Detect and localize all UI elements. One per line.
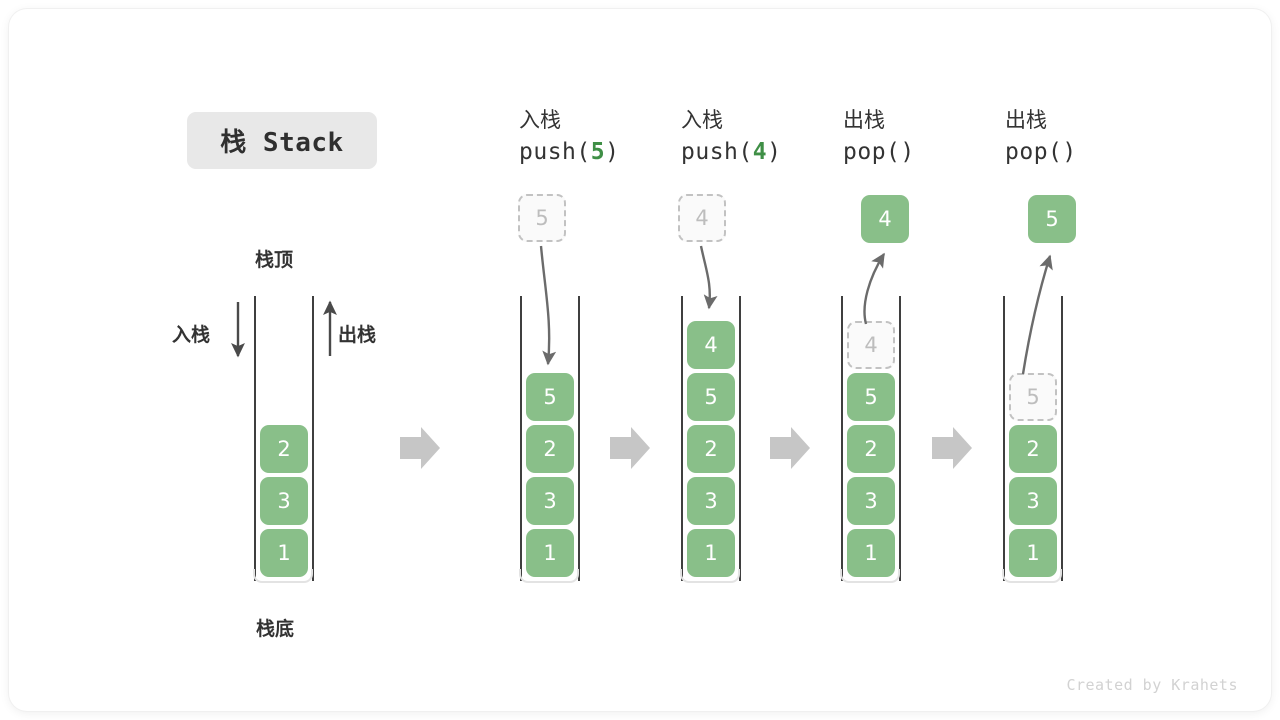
stack-floor — [680, 569, 740, 583]
stack-cell-ghost: 4 — [847, 321, 895, 369]
stack-floor — [1002, 569, 1062, 583]
stack-floor — [519, 569, 579, 583]
stack-cell-ghost: 5 — [1009, 373, 1057, 421]
stack-floor — [840, 569, 900, 583]
code-number: 4 — [752, 138, 768, 165]
step-header-push-5: 入栈 push(5) — [519, 106, 619, 168]
stack-wall-left — [1003, 296, 1005, 581]
code-prefix: pop( — [1005, 138, 1063, 165]
stack-wall-left — [681, 296, 683, 581]
stack-wall-right — [312, 296, 314, 581]
floating-cell-pop-5: 5 — [1028, 195, 1076, 243]
stack-wall-right — [899, 296, 901, 581]
step-header-cn: 入栈 — [519, 108, 561, 132]
stack-slots-pop-5: 1 3 2 5 — [1009, 369, 1057, 577]
stack-cell: 3 — [847, 477, 895, 525]
code-suffix: ) — [1062, 138, 1077, 165]
stack-wall-left — [254, 296, 256, 581]
stack-cell: 5 — [526, 373, 574, 421]
stack-top-label: 栈顶 — [255, 249, 294, 271]
stack-cell: 3 — [526, 477, 574, 525]
stack-cell: 3 — [687, 477, 735, 525]
stack-wall-right — [578, 296, 580, 581]
stack-slots-pop-4: 1 3 2 5 4 — [847, 317, 895, 577]
code-suffix: ) — [900, 138, 915, 165]
code-prefix: push( — [519, 138, 591, 165]
stack-cell: 1 — [687, 529, 735, 577]
stack-cell: 5 — [687, 373, 735, 421]
stack-cell: 2 — [526, 425, 574, 473]
stack-container-push-4: 1 3 2 5 4 — [680, 296, 741, 583]
step-header-pop-4: 出栈 pop() — [843, 106, 915, 168]
stack-container-push-5: 1 3 2 5 — [519, 296, 580, 583]
code-suffix: ) — [605, 138, 620, 165]
stack-cell: 2 — [687, 425, 735, 473]
stack-cell: 1 — [847, 529, 895, 577]
stack-container-pop-5: 1 3 2 5 — [1002, 296, 1063, 583]
stack-cell: 3 — [260, 477, 308, 525]
stack-cell: 1 — [260, 529, 308, 577]
stack-cell: 5 — [847, 373, 895, 421]
figure-title-badge: 栈 Stack — [187, 112, 377, 169]
step-header-push-4: 入栈 push(4) — [681, 106, 781, 168]
code-prefix: pop( — [843, 138, 901, 165]
step-header-cn: 出栈 — [843, 108, 885, 132]
stack-cell: 2 — [260, 425, 308, 473]
stack-container-initial: 1 3 2 — [253, 296, 314, 583]
stack-cell: 2 — [1009, 425, 1057, 473]
step-header-code: pop() — [1005, 136, 1077, 169]
stack-cell: 2 — [847, 425, 895, 473]
step-header-code: pop() — [843, 136, 915, 169]
step-header-code: push(4) — [681, 136, 781, 169]
stack-cell: 4 — [687, 321, 735, 369]
stack-cell: 1 — [526, 529, 574, 577]
stack-container-pop-4: 1 3 2 5 4 — [840, 296, 901, 583]
step-header-cn: 入栈 — [681, 108, 723, 132]
step-header-pop-5: 出栈 pop() — [1005, 106, 1077, 168]
stack-cell: 3 — [1009, 477, 1057, 525]
code-suffix: ) — [767, 138, 782, 165]
push-side-label: 入栈 — [172, 324, 211, 346]
floating-cell-pop-4: 4 — [861, 195, 909, 243]
code-prefix: push( — [681, 138, 753, 165]
stack-cell: 1 — [1009, 529, 1057, 577]
stack-wall-right — [739, 296, 741, 581]
figure-credit: Created by Krahets — [1066, 676, 1238, 694]
pop-side-label: 出栈 — [338, 324, 377, 346]
stack-wall-left — [520, 296, 522, 581]
floating-cell-push-4: 4 — [678, 194, 726, 242]
stack-slots-push-5: 1 3 2 5 — [526, 369, 574, 577]
stack-wall-left — [841, 296, 843, 581]
stack-bottom-label: 栈底 — [256, 618, 295, 640]
stack-wall-right — [1061, 296, 1063, 581]
step-header-code: push(5) — [519, 136, 619, 169]
floating-cell-push-5: 5 — [518, 194, 566, 242]
step-header-cn: 出栈 — [1005, 108, 1047, 132]
stack-slots-initial: 1 3 2 — [260, 421, 308, 577]
stack-floor — [253, 569, 313, 583]
stack-slots-push-4: 1 3 2 5 4 — [687, 317, 735, 577]
code-number: 5 — [590, 138, 606, 165]
